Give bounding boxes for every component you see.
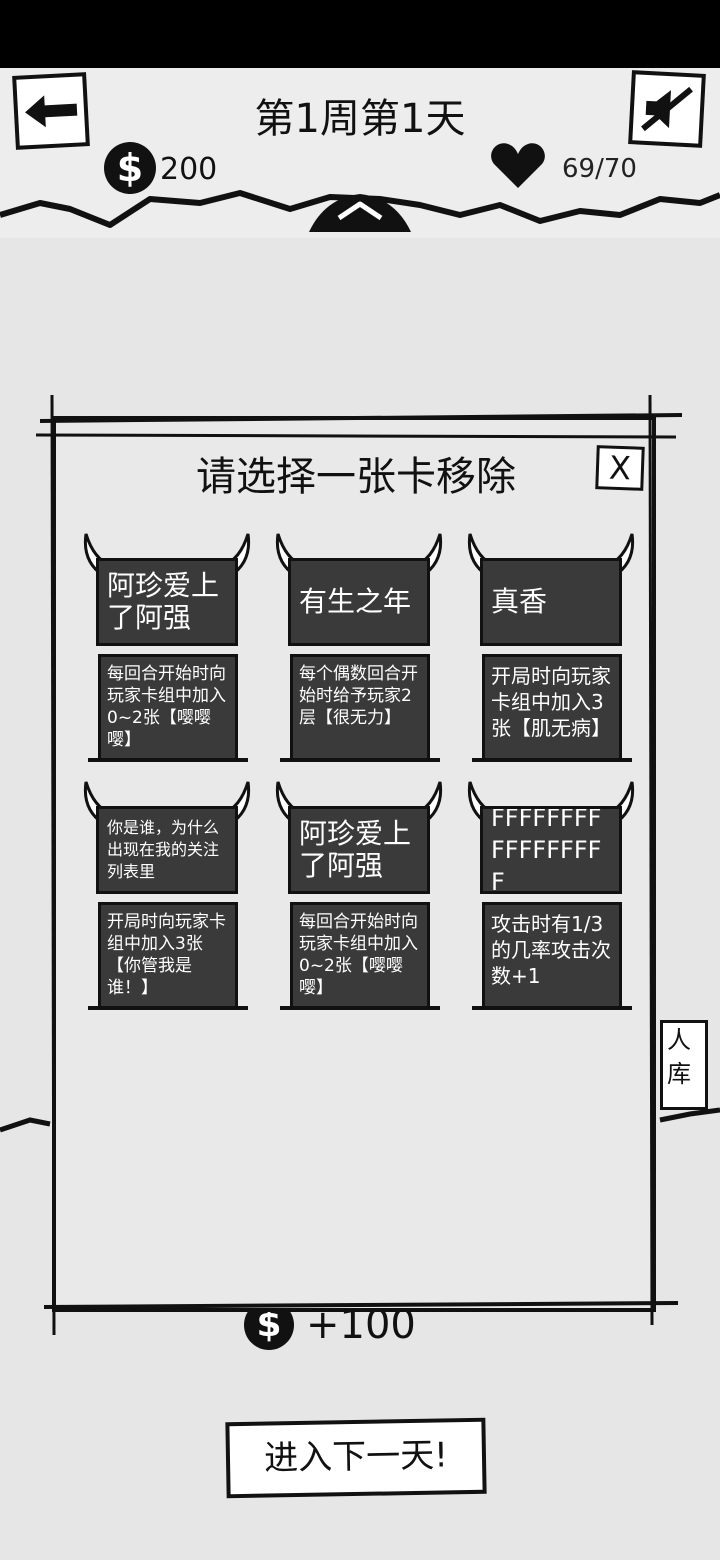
- card-name: 阿珍爱上了阿强: [107, 569, 220, 634]
- card-3[interactable]: 真香 开局时向玩家卡组中加入3张【肌无病】: [466, 532, 636, 762]
- card-description: 开局时向玩家卡组中加入3张【你管我是谁！】: [98, 902, 238, 1010]
- card-base-line: [88, 1006, 248, 1010]
- card-base-line: [88, 758, 248, 762]
- card-description: 每个偶数回合开始时给予玩家2层【很无力】: [290, 654, 430, 762]
- card-5[interactable]: 阿珍爱上了阿强 每回合开始时向玩家卡组中加入0~2张【嘤嘤嘤】: [274, 780, 444, 1010]
- status-bar: [0, 0, 720, 68]
- card-name-panel: 阿珍爱上了阿强: [288, 806, 430, 894]
- heart-icon: [491, 143, 545, 188]
- collapse-toggle[interactable]: [305, 188, 415, 234]
- hp-count: 69/70: [562, 154, 637, 184]
- card-name: 阿珍爱上了阿强: [299, 817, 412, 882]
- dialog-title: 请选择一张卡移除: [196, 454, 516, 500]
- card-base-line: [472, 1006, 632, 1010]
- close-icon: X: [608, 448, 632, 488]
- coin-icon: $: [104, 142, 156, 194]
- remove-card-dialog: 请选择一张卡移除 X 阿珍爱上了阿强 每回合开始时向玩家卡组中加入0~2张【嘤嘤…: [52, 416, 656, 1312]
- card-description: 开局时向玩家卡组中加入3张【肌无病】: [482, 654, 622, 762]
- card-name-panel: 你是谁，为什么出现在我的关注列表里: [96, 806, 238, 894]
- card-name-panel: 真香: [480, 558, 622, 646]
- coin-count: 200: [160, 152, 218, 187]
- card-name-panel: 有生之年: [288, 558, 430, 646]
- card-name-panel: 阿珍爱上了阿强: [96, 558, 238, 646]
- card-name: FFFFFFFFFFFFFFFFF: [491, 806, 602, 894]
- card-2[interactable]: 有生之年 每个偶数回合开始时给予玩家2层【很无力】: [274, 532, 444, 762]
- day-title: 第1周第1天: [254, 96, 466, 142]
- card-base-line: [280, 1006, 440, 1010]
- speaker-muted-icon: [641, 86, 693, 132]
- card-4[interactable]: 你是谁，为什么出现在我的关注列表里 开局时向玩家卡组中加入3张【你管我是谁！】: [82, 780, 252, 1010]
- card-description: 每回合开始时向玩家卡组中加入0~2张【嘤嘤嘤】: [290, 902, 430, 1010]
- card-description: 攻击时有1/3的几率攻击次数+1: [482, 902, 622, 1010]
- card-6[interactable]: FFFFFFFFFFFFFFFFF 攻击时有1/3的几率攻击次数+1: [466, 780, 636, 1010]
- arrow-left-icon: [25, 95, 78, 128]
- back-button[interactable]: [12, 72, 90, 150]
- close-button[interactable]: X: [595, 445, 645, 491]
- card-name: 真香: [491, 585, 548, 618]
- deck-button[interactable]: 人 库: [660, 1020, 708, 1110]
- card-1[interactable]: 阿珍爱上了阿强 每回合开始时向玩家卡组中加入0~2张【嘤嘤嘤】: [82, 532, 252, 762]
- card-name-panel: FFFFFFFFFFFFFFFFF: [480, 806, 622, 894]
- card-name: 有生之年: [299, 585, 412, 618]
- header-torn-edge: [0, 190, 720, 228]
- next-day-button[interactable]: 进入下一天!: [225, 1417, 487, 1499]
- chevron-up-icon: [337, 201, 383, 221]
- card-base-line: [472, 758, 632, 762]
- mute-button[interactable]: [628, 70, 706, 148]
- background-torn-edge: [0, 1107, 720, 1133]
- card-name: 你是谁，为什么出现在我的关注列表里: [107, 818, 220, 881]
- card-base-line: [280, 758, 440, 762]
- deck-button-label: 人 库: [667, 1026, 691, 1088]
- card-description: 每回合开始时向玩家卡组中加入0~2张【嘤嘤嘤】: [98, 654, 238, 762]
